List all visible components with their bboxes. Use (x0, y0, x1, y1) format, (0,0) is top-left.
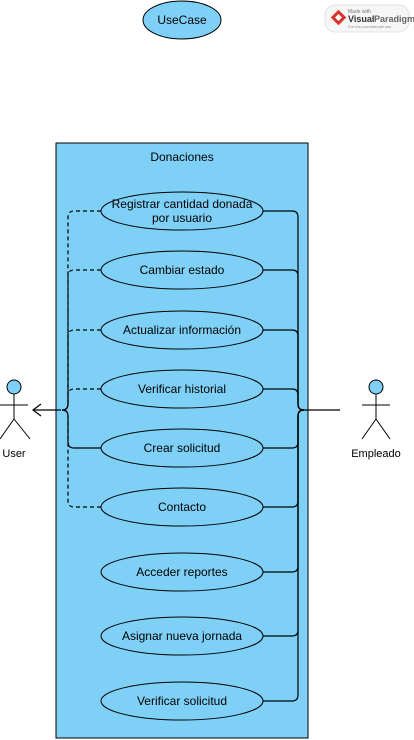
actor-employee[interactable] (361, 379, 391, 440)
system-name: Donaciones (150, 150, 213, 164)
use-case-label: Asignar nueva jornada (122, 629, 242, 643)
use-case-ellipse (100, 681, 264, 721)
employee-connector-9 (263, 409, 305, 702)
use-case-ellipse (100, 428, 264, 468)
actor-employee-head (368, 379, 384, 395)
actor-employee-right-leg (375, 418, 391, 440)
actor-user-left-leg (0, 418, 15, 440)
watermark-brand-b: Paradigm (374, 14, 414, 24)
user-connector-3 (61, 329, 101, 411)
title-ellipse (142, 0, 222, 40)
connectors (32, 210, 340, 702)
use-case-ellipse (100, 250, 264, 290)
use-case-ellipse (100, 552, 264, 592)
use-case-label: Contacto (158, 500, 206, 514)
use-case-label: Crear solicitud (144, 441, 221, 455)
actor-user-head (6, 379, 22, 395)
use-case-2[interactable]: Cambiar estado (100, 250, 264, 290)
use-case-label: Cambiar estado (140, 263, 225, 277)
use-case-ellipse (100, 191, 264, 231)
employee-connector-4 (263, 388, 305, 411)
use-case-label: Registrar cantidad donada (112, 197, 253, 211)
diagram-title: UseCase (157, 13, 207, 27)
user-connector-6 (61, 409, 101, 508)
use-case-ellipse (100, 369, 264, 409)
use-case-label: Actualizar información (123, 323, 241, 337)
use-case-ellipse (100, 487, 264, 527)
watermark-brand-a: Visual (348, 14, 374, 24)
actor-user-label: User (2, 448, 26, 460)
actor-employee-label: Empleado (351, 448, 401, 460)
use-case-label: por usuario (152, 211, 212, 225)
use-case-6[interactable]: Contacto (100, 487, 264, 527)
watermark-bottom-text: For non-commercial use (348, 24, 392, 29)
use-case-9[interactable]: Verificar solicitud (100, 681, 264, 721)
use-case-7[interactable]: Acceder reportes (100, 552, 264, 592)
use-case-3[interactable]: Actualizar información (100, 310, 264, 350)
use-case-label: Verificar historial (138, 382, 226, 396)
watermark-badge (324, 4, 410, 33)
actor-user-right-leg (13, 418, 31, 440)
user-connector-4 (61, 388, 101, 411)
user-connector-1 (61, 210, 101, 411)
use-case-label: Acceder reportes (136, 565, 227, 579)
use-case-ellipse (100, 616, 264, 656)
use-case-8[interactable]: Asignar nueva jornada (100, 616, 264, 656)
use-case-label: Verificar solicitud (137, 694, 227, 708)
use-case-4[interactable]: Verificar historial (100, 369, 264, 409)
actor-employee-left-leg (361, 418, 377, 440)
visual-paradigm-watermark: Made with Visual Paradigm For non-commer… (324, 4, 414, 33)
use-case-ellipse (100, 310, 264, 350)
use-case-5[interactable]: Crear solicitud (100, 428, 264, 468)
user-arrowhead-icon (32, 403, 42, 417)
watermark-top-text: Made with (348, 9, 371, 15)
actor-user[interactable] (0, 379, 31, 440)
title-node[interactable]: UseCase (142, 0, 222, 40)
